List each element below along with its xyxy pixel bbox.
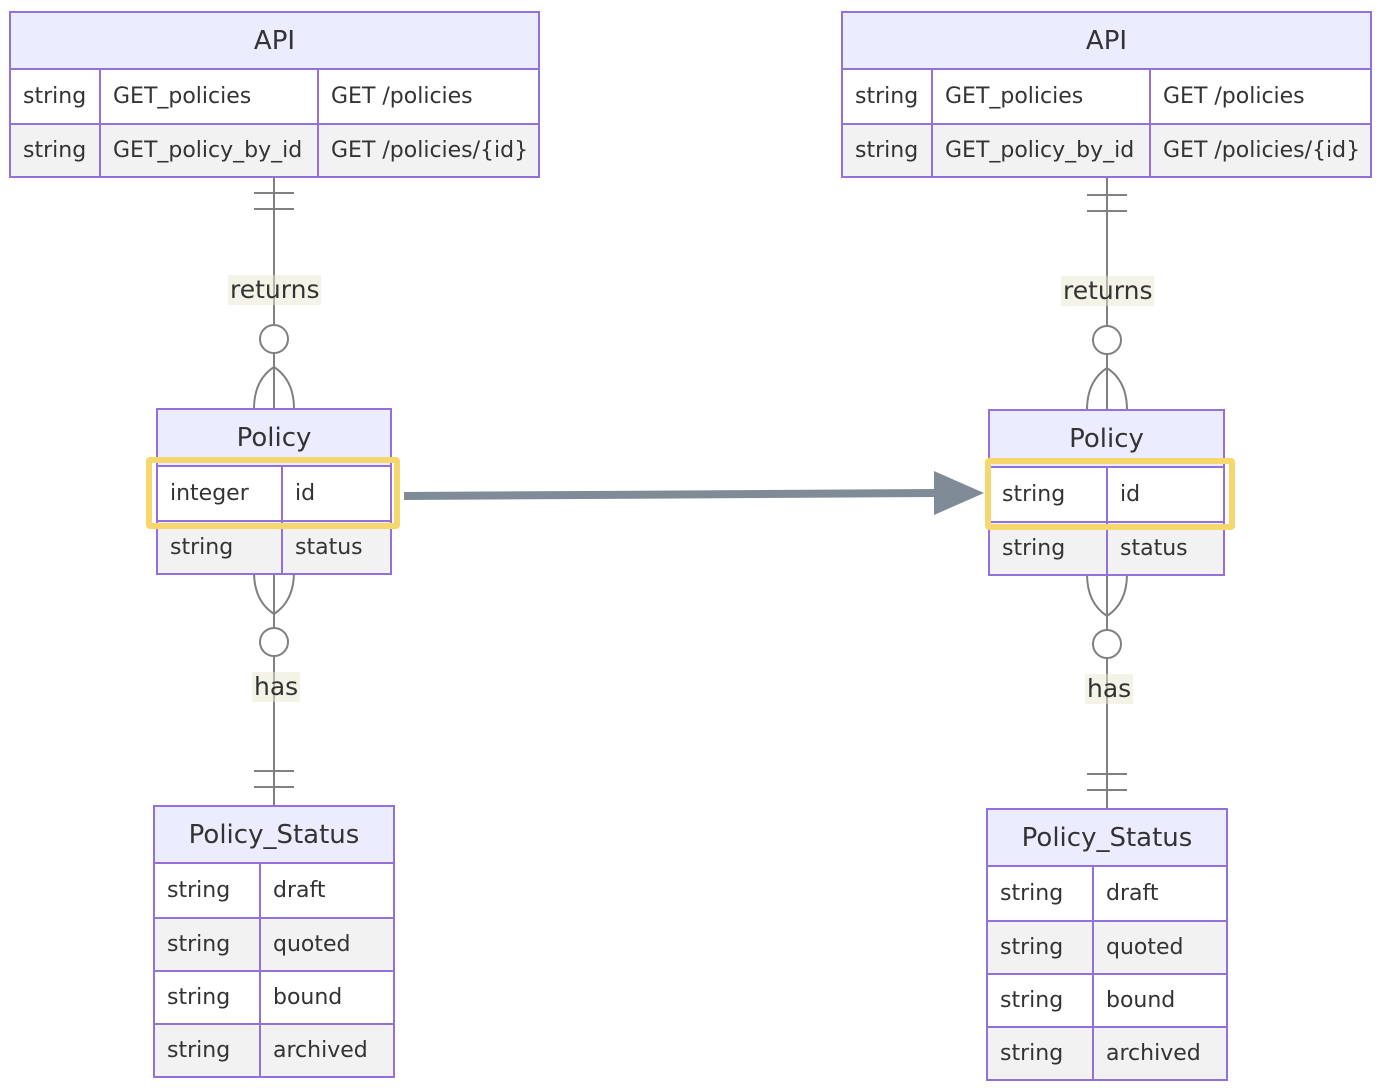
right-api-entity: API string GET_policies GET /policies st… (841, 11, 1372, 178)
attr-name: bound (259, 972, 393, 1023)
attr-comment: GET /policies (1149, 70, 1370, 123)
left-api-entity: API string GET_policies GET /policies st… (9, 11, 540, 178)
attr-name: status (1106, 523, 1223, 574)
attr-name: GET_policy_by_id (99, 125, 317, 176)
attr-name: quoted (259, 919, 393, 970)
attr-name: archived (259, 1025, 393, 1076)
entity-title: Policy_Status (988, 810, 1226, 867)
attr-comment: GET /policies/{id} (317, 125, 538, 176)
attr-name: quoted (1092, 922, 1226, 973)
change-arrow (403, 471, 984, 515)
left-policy-status-entity: Policy_Status string draft string quoted… (153, 805, 395, 1078)
attr-type: string (1000, 881, 1064, 906)
left-policy-entity: Policy integer id string status (156, 408, 392, 575)
attr-type: string (170, 535, 234, 560)
attr-type: string (855, 84, 919, 109)
attr-name: GET_policies (931, 70, 1149, 123)
left-id-highlight (146, 457, 400, 529)
attr-name: draft (1092, 867, 1226, 920)
entity-row: string GET_policies GET /policies (11, 70, 538, 123)
attr-name: draft (259, 864, 393, 917)
entity-row: string quoted (988, 920, 1226, 973)
attr-type: string (167, 985, 231, 1010)
attr-type: string (167, 932, 231, 957)
right-policy-status-entity: Policy_Status string draft string quoted… (986, 808, 1228, 1081)
entity-row: integer id (158, 467, 390, 520)
entity-row: string archived (155, 1023, 393, 1076)
left-has-connector (253, 571, 295, 806)
attr-name: GET_policies (99, 70, 317, 123)
entity-title: API (843, 13, 1370, 70)
attr-name: id (1106, 468, 1223, 521)
entity-row: string GET_policies GET /policies (843, 70, 1370, 123)
attr-name: archived (1092, 1028, 1226, 1079)
attr-name: GET_policy_by_id (931, 125, 1149, 176)
entity-row: string bound (155, 970, 393, 1023)
left-has-label: has (252, 672, 301, 702)
attr-type: string (23, 138, 87, 163)
entity-title: Policy_Status (155, 807, 393, 864)
right-returns-label: returns (1061, 276, 1155, 306)
attr-name: status (281, 522, 390, 573)
attr-name: id (281, 467, 390, 520)
entity-row: string archived (988, 1026, 1226, 1079)
attr-type: string (1000, 988, 1064, 1013)
entity-row: string GET_policy_by_id GET /policies/{i… (11, 123, 538, 176)
attr-type: string (1000, 1041, 1064, 1066)
right-id-highlight (985, 458, 1235, 530)
entity-row: string bound (988, 973, 1226, 1026)
attr-type: integer (170, 481, 249, 506)
attr-type: string (167, 1038, 231, 1063)
entity-row: string GET_policy_by_id GET /policies/{i… (843, 123, 1370, 176)
right-returns-connector (1086, 176, 1128, 411)
attr-type: string (1002, 536, 1066, 561)
right-has-label: has (1085, 674, 1134, 704)
attr-type: string (1000, 935, 1064, 960)
left-returns-label: returns (228, 275, 322, 305)
attr-comment: GET /policies/{id} (1149, 125, 1370, 176)
entity-title: API (11, 13, 538, 70)
attr-type: string (23, 84, 87, 109)
attr-name: bound (1092, 975, 1226, 1026)
attr-type: string (167, 878, 231, 903)
entity-row: string draft (988, 867, 1226, 920)
entity-row: string quoted (155, 917, 393, 970)
attr-type: string (1002, 482, 1066, 507)
attr-comment: GET /policies (317, 70, 538, 123)
entity-row: string draft (155, 864, 393, 917)
entity-row: string id (990, 468, 1223, 521)
attr-type: string (855, 138, 919, 163)
